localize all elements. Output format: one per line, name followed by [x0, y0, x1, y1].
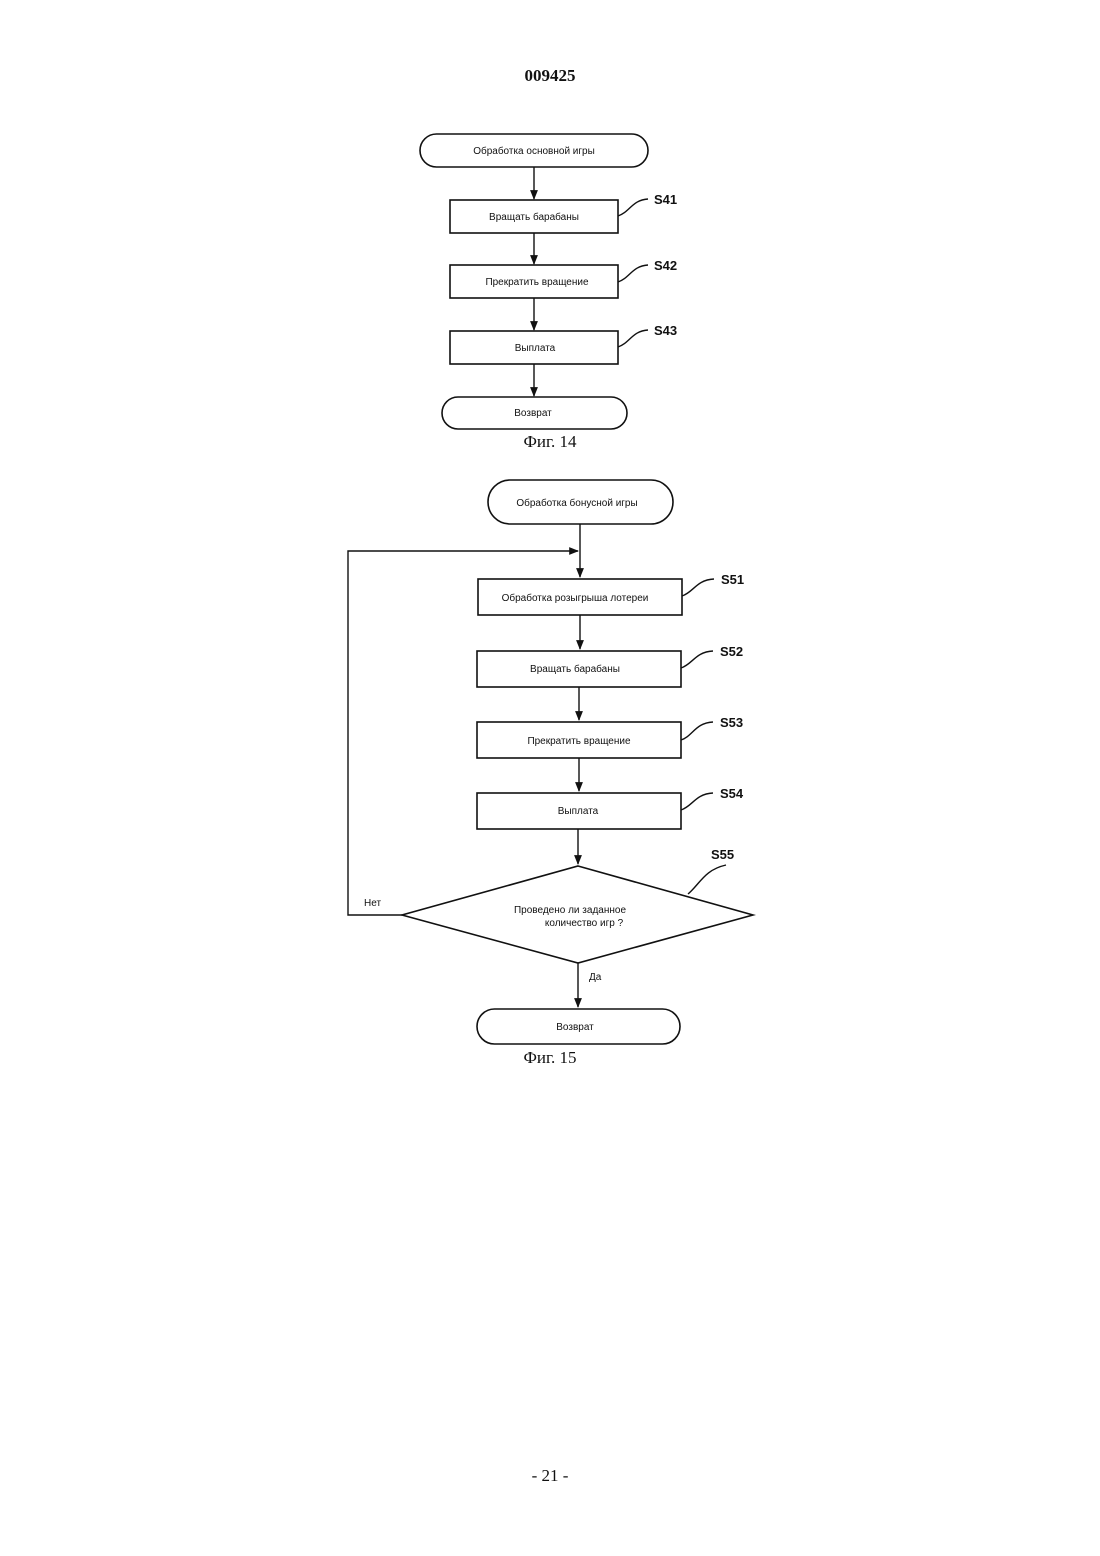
fig15-start-label: Обработка бонусной игры — [516, 497, 637, 509]
fig14-start-terminator: Обработка основной игры — [420, 134, 648, 167]
fig15-decision-line1: Проведено ли заданное — [514, 905, 626, 916]
fig15-start-terminator: Обработка бонусной игры — [488, 480, 673, 524]
fig15-yes-label: Да — [589, 972, 602, 983]
fig15-end-terminator: Возврат — [477, 1009, 680, 1044]
fig15-step-s51-label: Обработка розыгрыша лотереи — [502, 592, 649, 604]
fig15-no-label: Нет — [364, 898, 381, 909]
fig15-step-s54-leader — [681, 793, 713, 810]
fig15-flowchart: Обработка бонусной игры Нет Обработка ро… — [348, 480, 753, 1044]
fig14-start-label: Обработка основной игры — [473, 145, 595, 157]
fig14-step-s42: Прекратить вращение S42 — [450, 258, 677, 298]
fig15-end-label: Возврат — [556, 1022, 594, 1033]
fig15-step-s52-id: S52 — [720, 644, 743, 659]
fig14-step-s41-leader — [618, 199, 648, 216]
fig14-step-s41-id: S41 — [654, 192, 677, 207]
fig14-step-s41-label: Вращать барабаны — [489, 211, 579, 223]
fig14-step-s43-id: S43 — [654, 323, 677, 338]
fig14-flowchart: Обработка основной игры Вращать барабаны… — [420, 134, 677, 429]
fig15-decision-leader — [688, 865, 726, 894]
fig15-step-s53-label: Прекратить вращение — [527, 736, 631, 747]
fig14-step-s41: Вращать барабаны S41 — [450, 192, 677, 233]
fig15-step-s54: Выплата S54 — [477, 786, 744, 829]
fig14-step-s43-leader — [618, 330, 648, 347]
fig14-step-s43-label: Выплата — [515, 343, 556, 354]
fig15-decision-s55: Проведено ли заданное количество игр ? S… — [402, 847, 753, 963]
fig15-step-s51-leader — [682, 579, 714, 596]
fig14-step-s42-label: Прекратить вращение — [485, 277, 589, 288]
fig15-step-s52-label: Вращать барабаны — [530, 663, 620, 675]
fig14-step-s43: Выплата S43 — [450, 323, 677, 364]
fig14-step-s42-leader — [618, 265, 648, 282]
fig15-step-s52-leader — [681, 651, 713, 668]
fig15-step-s53-leader — [681, 722, 713, 740]
fig14-end-terminator: Возврат — [442, 397, 627, 429]
fig15-decision-id: S55 — [711, 847, 734, 862]
fig15-decision-line2: количество игр ? — [545, 918, 624, 929]
fig15-step-s52: Вращать барабаны S52 — [477, 644, 743, 687]
page-number: - 21 - — [0, 1466, 1100, 1486]
fig15-step-s54-label: Выплата — [558, 806, 599, 817]
fig14-caption: Фиг. 14 — [0, 432, 1100, 452]
fig15-step-s53: Прекратить вращение S53 — [477, 715, 743, 758]
fig15-step-s51: Обработка розыгрыша лотереи S51 — [478, 572, 744, 615]
fig14-end-label: Возврат — [514, 408, 552, 419]
fig15-step-s53-id: S53 — [720, 715, 743, 730]
fig15-caption: Фиг. 15 — [0, 1048, 1100, 1068]
fig14-step-s42-id: S42 — [654, 258, 677, 273]
fig15-step-s54-id: S54 — [720, 786, 744, 801]
fig15-step-s51-id: S51 — [721, 572, 744, 587]
